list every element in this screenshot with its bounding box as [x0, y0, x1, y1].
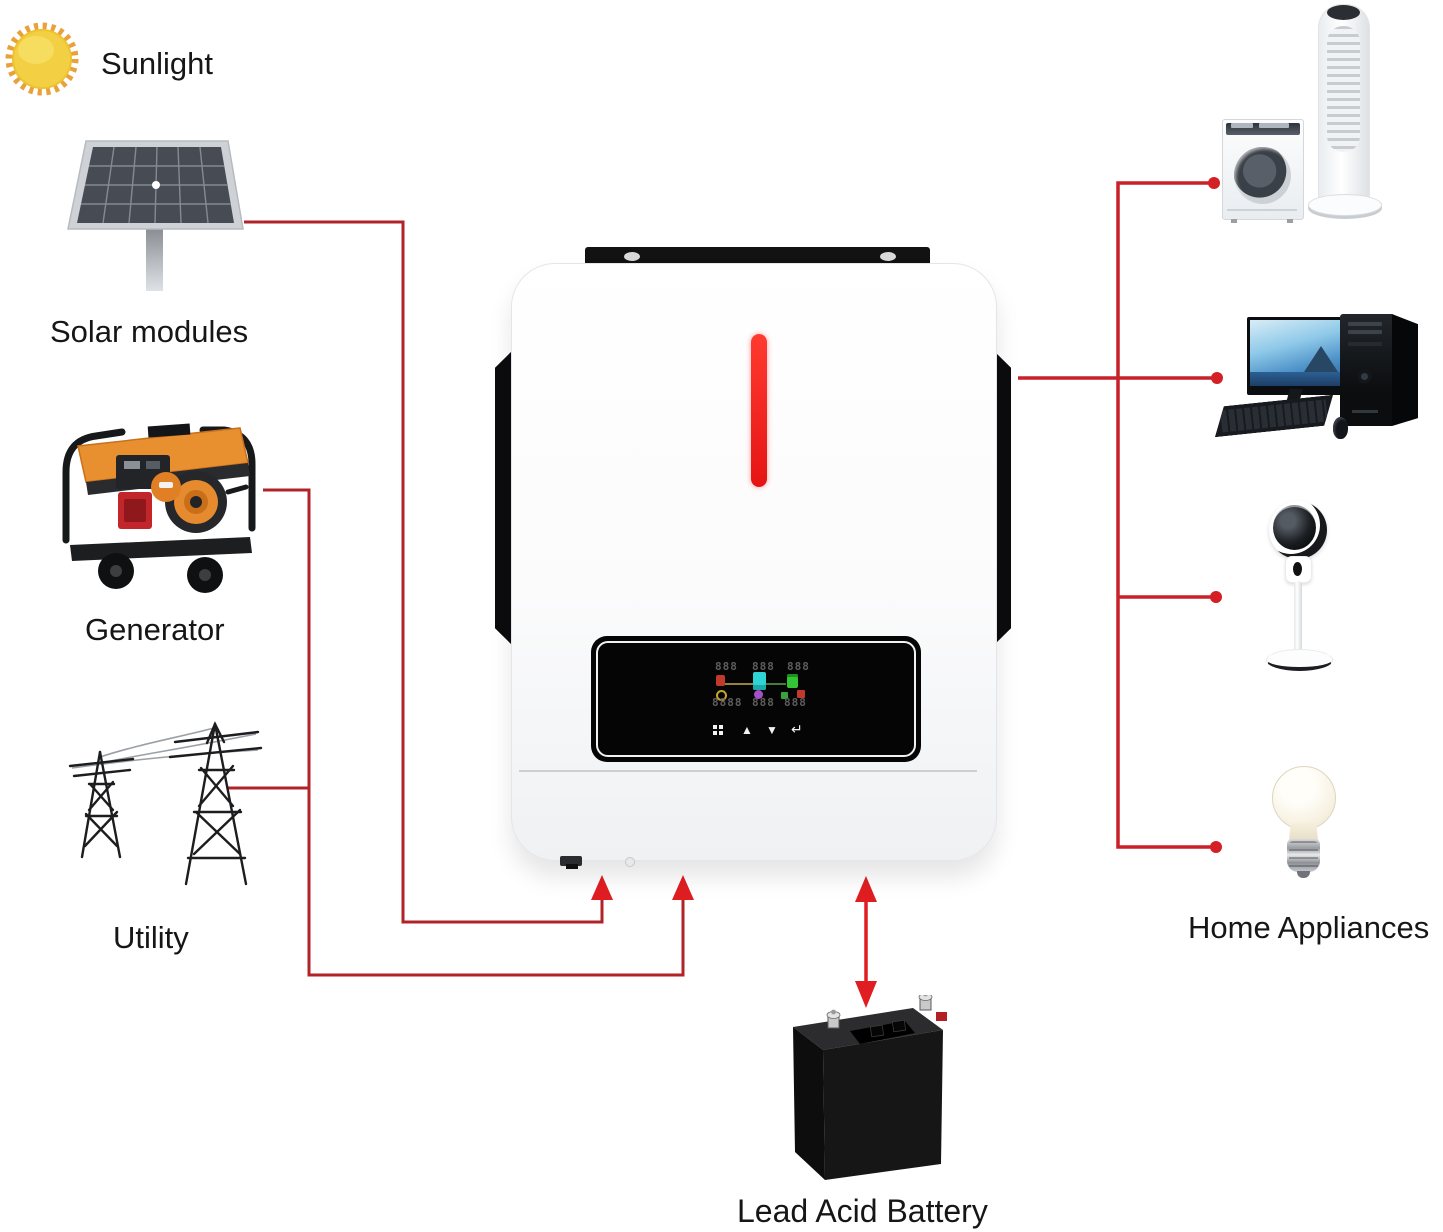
inverter-terminal-nub2 [566, 864, 578, 869]
lcd-digits-batt: 888 [752, 660, 775, 673]
dot-camera [1210, 591, 1222, 603]
wallpaper-sea [1250, 372, 1344, 386]
inverter-led-indicator [751, 334, 767, 487]
menu-square [713, 725, 717, 729]
lcd-icon-alarm [797, 690, 805, 698]
dot-washer [1208, 177, 1220, 189]
wire-appliance-bus [1116, 181, 1216, 849]
computer-tower [1340, 314, 1392, 426]
menu-square [713, 731, 717, 735]
wire-generator-to-inverter [263, 488, 685, 977]
washer-foot [1231, 219, 1237, 223]
tower-fan-grille [1327, 26, 1360, 152]
lcd-icon-load [787, 674, 798, 688]
lcd-icon-mppt [716, 690, 727, 701]
camera-neck [1285, 556, 1312, 583]
lead-acid-battery-label: Lead Acid Battery [737, 1193, 988, 1229]
tower-fan-top-cap [1327, 5, 1360, 20]
camera-stand-base [1266, 649, 1333, 671]
light-bulb-glass [1272, 766, 1336, 830]
menu-square [719, 731, 723, 735]
utility-label: Utility [113, 920, 189, 955]
lcd-wire-trace [725, 683, 753, 685]
camera-neck-button [1293, 562, 1302, 576]
lcd-digits-out: 888 [787, 660, 810, 673]
security-camera-head [1269, 501, 1327, 559]
arrowhead-battery-down [855, 981, 877, 1008]
dot-bulb [1210, 841, 1222, 853]
inverter-vent-dot [625, 857, 635, 867]
lcd-icon-grid2 [781, 692, 788, 699]
monitor-screen [1250, 320, 1344, 386]
dot-computer [1211, 372, 1223, 384]
generator-label: Generator [85, 612, 225, 647]
wire-solar-to-inverter [244, 220, 604, 924]
battery-terminal-left [826, 1009, 841, 1029]
computer-tower-side [1392, 314, 1418, 426]
lcd-icon-battery [753, 672, 766, 690]
home-appliances-label: Home Appliances [1188, 910, 1430, 945]
menu-square [719, 725, 723, 729]
inverter-mounting-bracket [585, 247, 930, 266]
washer-display [1231, 123, 1253, 128]
camera-lens [1273, 505, 1316, 550]
lcd-icon-inverter-mode [754, 690, 763, 699]
arrowhead-pv-input [591, 875, 613, 900]
inverter-heatsink-left [495, 350, 513, 646]
computer-mouse [1333, 417, 1348, 439]
up-button: ▲ [741, 723, 753, 737]
tower-fan-base [1308, 194, 1382, 216]
solar-modules-label: Solar modules [50, 314, 249, 349]
arrowhead-battery-up [855, 876, 877, 902]
solar-panel [67, 140, 244, 291]
tower-drive-bay [1348, 342, 1382, 346]
light-bulb-neck [1289, 823, 1318, 840]
sun-icon [5, 22, 79, 96]
arrowhead-ac-input [672, 875, 694, 900]
tower-vent [1348, 330, 1382, 334]
tower-vent [1348, 322, 1382, 326]
display-bezel-ring [596, 641, 916, 757]
washer-door [1234, 147, 1291, 204]
washer-foot [1287, 219, 1293, 223]
washer-buttons [1259, 123, 1289, 128]
inverter-front-seam [519, 770, 977, 772]
screw-ridges [1289, 841, 1318, 870]
lcd-digits-pv: 888 [715, 660, 738, 673]
inverter-heatsink-right [993, 350, 1011, 646]
lcd-digits-b3: 888 [784, 696, 807, 709]
camera-stand-pole [1294, 581, 1302, 653]
sunlight-label: Sunlight [101, 46, 214, 81]
lcd-digits-b2: 888 [752, 696, 775, 709]
tower-led [1352, 410, 1378, 413]
washer-base-line [1227, 209, 1297, 211]
enter-button: ↵ [791, 721, 803, 737]
lcd-icon-grid [716, 675, 725, 686]
bracket-screw-right [880, 252, 896, 261]
light-bulb-screw-base [1287, 839, 1320, 872]
inverter-display-panel: 888 888 888 8888 888 888 ▲ ▼ ↵ [591, 636, 921, 762]
down-button: ▼ [766, 723, 778, 737]
lcd-digits-b1: 8888 [712, 696, 743, 709]
lcd-wire-trace2 [766, 683, 786, 685]
washing-machine [1222, 119, 1304, 223]
bracket-screw-left [624, 252, 640, 261]
menu-button [713, 725, 723, 735]
battery-terminal-right [918, 995, 933, 1011]
utility-towers [68, 721, 263, 886]
tower-power-button [1358, 370, 1371, 383]
light-bulb-contact-tip [1297, 871, 1310, 878]
lead-acid-battery [793, 995, 947, 1180]
computer-monitor [1247, 317, 1353, 395]
generator [62, 423, 256, 593]
inverter-terminal-nub [560, 856, 582, 866]
wallpaper-mountain [1304, 346, 1338, 372]
